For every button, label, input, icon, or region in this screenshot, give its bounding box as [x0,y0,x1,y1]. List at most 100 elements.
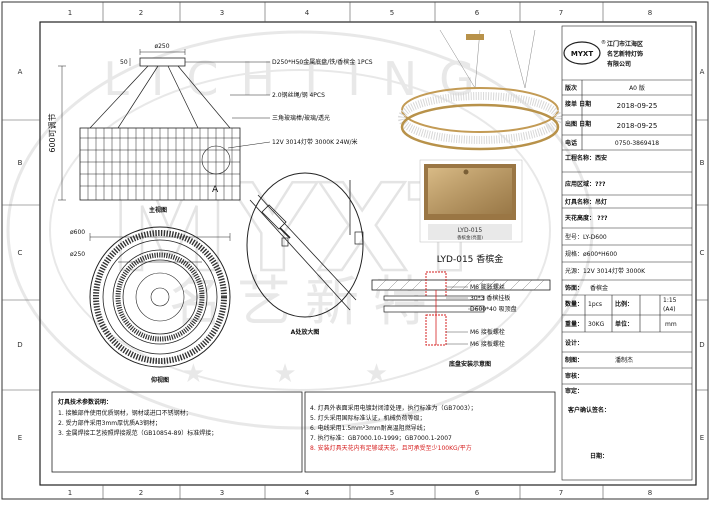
tb-unit-label: 单位： [615,320,633,328]
notes-left-item-1: 1. 接触部件使用优质钢材，钢材或进口不锈钢材； [58,409,192,417]
tb-finish-value: 香槟金 [590,284,608,292]
notes-left-item-3: 3. 金属焊接工艺按照焊接规范（GB10854-89）标准焊接； [58,429,217,437]
tb-area: 应用区域：??? [565,180,606,188]
tb-qty-label: 数量： [565,300,583,308]
tb-draw-date-value: 2018-09-25 [617,122,658,130]
detail-view-label: A处放大图 [291,328,320,336]
tb-weight-value: 30KG [588,321,605,328]
detail-view [246,172,364,318]
install-label-plate: 30*3 香槟挂板 [470,294,510,302]
tb-designer: 设计： [565,339,583,347]
callout-glass: 三角玻璃棒/玻璃/透光 [272,114,330,122]
tb-spec: 规格：ø600*H600 [565,250,617,258]
install-caption: 底盘安装示意图 [449,360,491,368]
bottom-view [89,226,231,368]
tb-ceiling: 天花高度： ??? [565,214,608,222]
detail-marker: A [212,185,219,195]
grid-col-8: 8 [648,9,652,17]
tb-checker: 审核： [565,372,583,380]
grid-col-5-bottom: 5 [390,489,394,497]
watermark-chinese: 名艺新特 [169,270,441,333]
tb-qty-value: 1pcs [588,301,602,308]
watermark-ring-outer [6,30,594,430]
swatch-caption: LYD-015 香槟金 [437,253,504,265]
swatch-tag-sub: 香槟金(亮面) [457,234,483,241]
tb-approver: 审定： [565,387,583,395]
tb-paper-value: (A4) [663,306,676,313]
callout-ledstrip: 12V 3014灯带 3000K 24W/米 [272,138,358,146]
grid-col-7-bottom: 7 [559,489,563,497]
grid-col-3: 3 [220,9,224,17]
grid-col-1: 1 [68,9,72,17]
company-name-line-1: 江门市江海区 [607,40,643,48]
grid-row-b: B [18,159,23,167]
grid-col-6: 6 [475,9,480,17]
front-dim-diameter: ø250 [154,43,169,50]
watermark-stars: ★ ★ ★ [182,359,418,389]
tb-order-date-value: 2018-09-25 [617,102,658,110]
grid-row-c: C [18,249,23,257]
bottom-dim-250: ø250 [70,251,85,258]
tb-unit-value: mm [665,321,677,328]
tb-model: 型号：LY-D600 [565,233,607,241]
grid-row-a: A [18,68,23,76]
tb-drawer-label: 制图： [565,356,583,364]
tb-weight-label: 重量： [565,320,583,328]
grid-row-e-right: E [700,434,704,442]
company-name-line-2: 名艺新特灯饰 [607,50,643,58]
tb-phone-value: 0750-3869418 [615,140,659,147]
bottom-dim-600: ø600 [70,229,85,236]
front-view-label: 主视图 [149,206,167,214]
front-view [58,49,271,201]
install-diagram [371,271,551,346]
notes-left-item-2: 2. 受力部件采用3mm厚优质A3钢材； [58,419,161,427]
finish-swatch [419,159,523,243]
company-logo: MYXT ® [563,39,606,65]
tb-version-label: 版次 [564,84,577,92]
notes-left-title: 灯具技术参数说明： [58,398,112,406]
tb-phone-label: 电话 [565,139,577,147]
tb-draw-date-label: 出图 日期 [565,120,591,128]
tb-order-date-label: 接单 日期 [564,100,591,108]
grid-col-4: 4 [305,9,310,17]
callout-canopy: D250*H50金属底盘/铁/香槟金 1PCS [272,58,373,66]
front-dim-vertical: 600可调节 [48,113,57,152]
tb-date: 日期： [590,452,608,460]
notes-right-item-5: 5. 灯头采用国际标准认证，机械负荷等级； [310,414,426,422]
grid-col-2-bottom: 2 [139,489,143,497]
grid-col-8-bottom: 8 [648,489,652,497]
grid-row-b-right: B [700,159,705,167]
swatch-tag-code: LYD-015 [458,227,483,234]
tb-scale-label: 比例： [615,300,633,308]
front-dim-height: 50 [120,59,128,66]
grid-col-5: 5 [390,9,394,17]
grid-row-a-right: A [700,68,705,76]
bottom-view-label: 仰视图 [151,376,169,384]
grid-col-1-bottom: 1 [68,489,72,497]
tb-project: 工程名称：西安 [565,154,607,162]
watermark-ring-inner [49,69,551,391]
notes-right-item-6: 6. 电线采用1.5mm²3mm耐高温阻燃导线； [310,424,429,432]
title-block [561,25,693,481]
install-label-canopy: D600*40 吸顶盘 [470,305,517,313]
registered-mark: ® [601,39,606,46]
grid-marks [2,2,708,499]
install-label-anchor: M6 膨胀螺丝 [470,283,505,291]
grid-row-c-right: C [700,249,705,257]
grid-col-6-bottom: 6 [475,489,480,497]
company-name-line-3: 有限公司 [607,60,631,68]
tb-client-confirm: 客户确认签名： [567,406,610,414]
notes-right-item-7: 7. 执行标准：GB7000.10-1999；GB7000.1-2007 [310,434,452,442]
grid-row-e: E [18,434,22,442]
callout-cable: 2.0钢丝绳/钢 4PCS [272,91,325,99]
tb-light-source: 光源：12V 3014灯带 3000K [565,267,646,275]
install-label-bolt-2: M6 接板螺栓 [470,340,505,348]
tb-scale-value: 1:15 [663,297,677,304]
grid-col-4-bottom: 4 [305,489,310,497]
inner-frame [39,21,697,486]
grid-col-3-bottom: 3 [220,489,224,497]
grid-col-2: 2 [139,9,143,17]
logo-brand: MYXT [571,50,593,58]
